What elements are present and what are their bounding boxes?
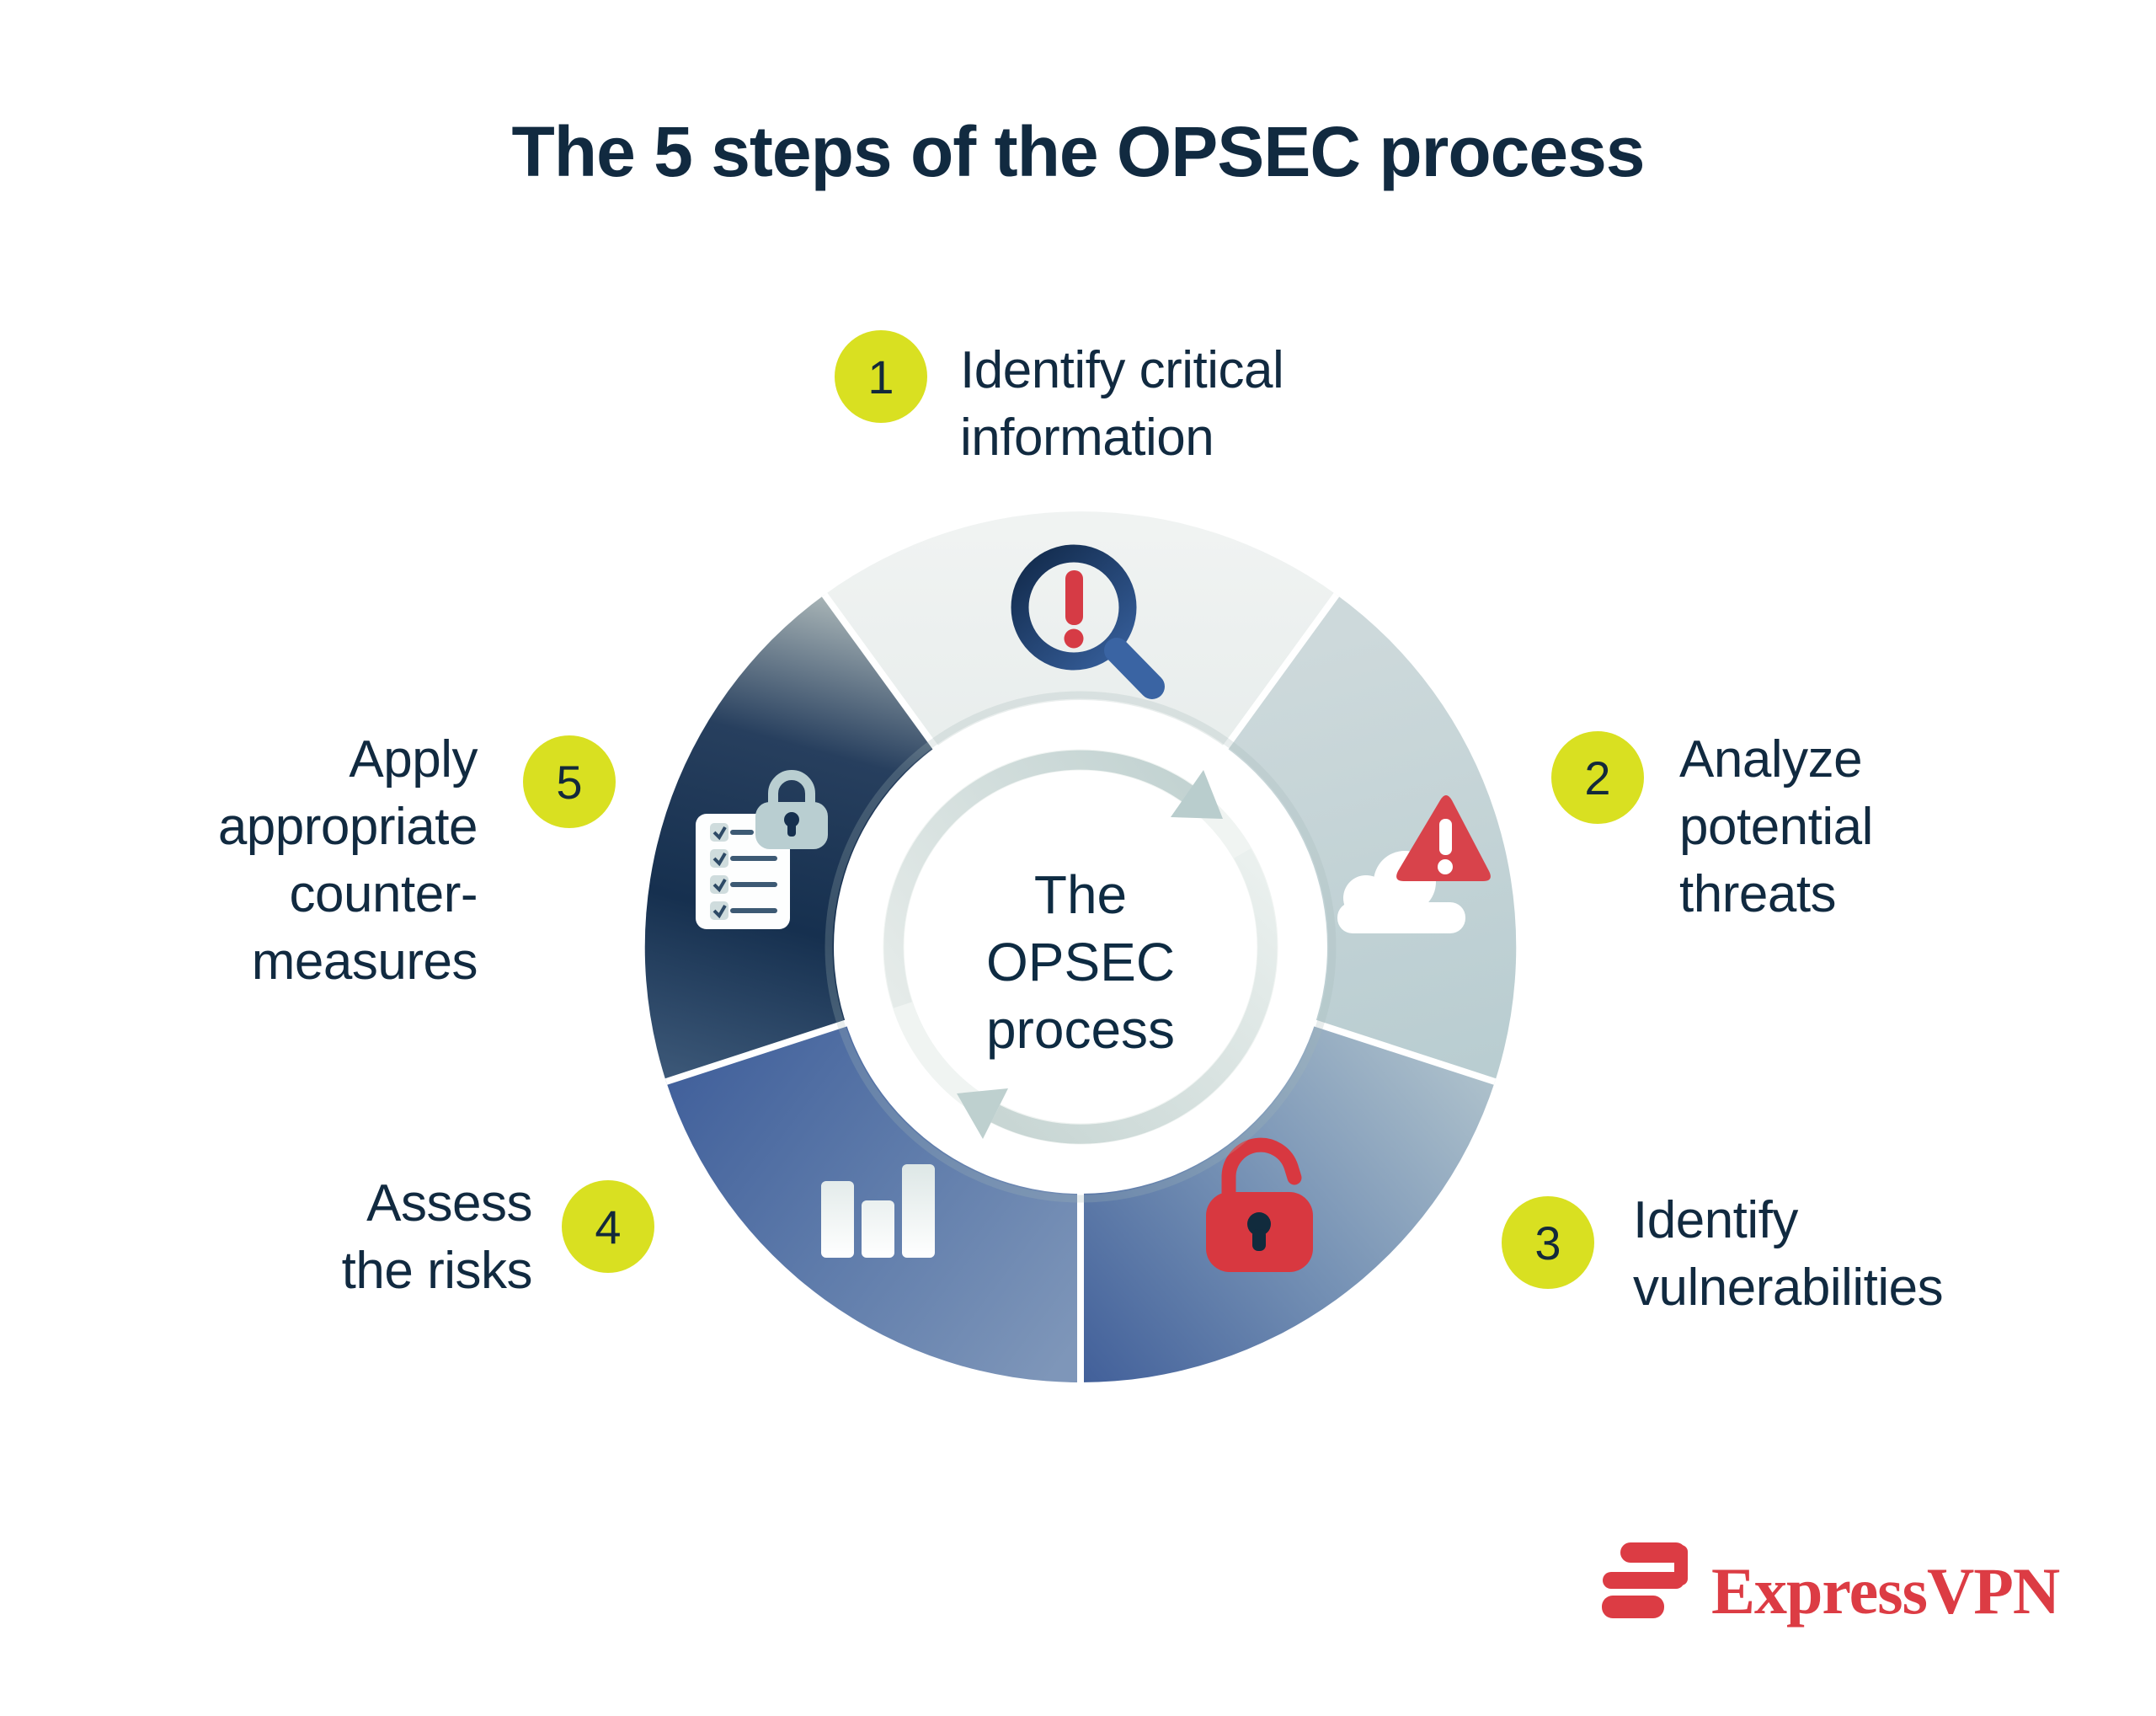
step-4-badge: 4 <box>562 1180 654 1273</box>
step-3-badge: 3 <box>1502 1196 1594 1289</box>
step-5-badge: 5 <box>523 735 616 828</box>
expressvpn-logo-icon <box>1602 1542 1688 1618</box>
cloud-warning-icon <box>1337 795 1491 933</box>
wheel-center-label: The OPSEC process <box>986 861 1175 1063</box>
step-4-label: Assess the risks <box>341 1174 533 1300</box>
center-line-1: The <box>1033 864 1128 925</box>
open-padlock-icon <box>1206 1137 1313 1272</box>
expressvpn-wordmark: ExpressVPN <box>1711 1554 2060 1628</box>
checklist-lock-icon <box>696 770 828 929</box>
step-1-badge: 1 <box>835 330 927 423</box>
step-3-label: Identify vulnerabilities <box>1633 1191 1944 1317</box>
cycle-arrows-icon <box>883 749 1278 1145</box>
center-line-2: OPSEC <box>985 932 1176 992</box>
magnifier-alert-icon <box>1011 544 1165 699</box>
bar-chart-icon <box>821 1164 935 1258</box>
step-2-badge: 2 <box>1551 731 1644 824</box>
step-2-label: Analyze potential threats <box>1679 730 1873 923</box>
center-line-3: process <box>985 999 1176 1060</box>
page-title: The 5 steps of the OPSEC process <box>511 112 1645 191</box>
wheel-hub <box>825 691 1337 1203</box>
checklist-rows <box>710 823 777 920</box>
step-1-label: Identify critical information <box>960 341 1284 467</box>
step-5-label: Apply appropriate counter- measures <box>217 730 478 991</box>
